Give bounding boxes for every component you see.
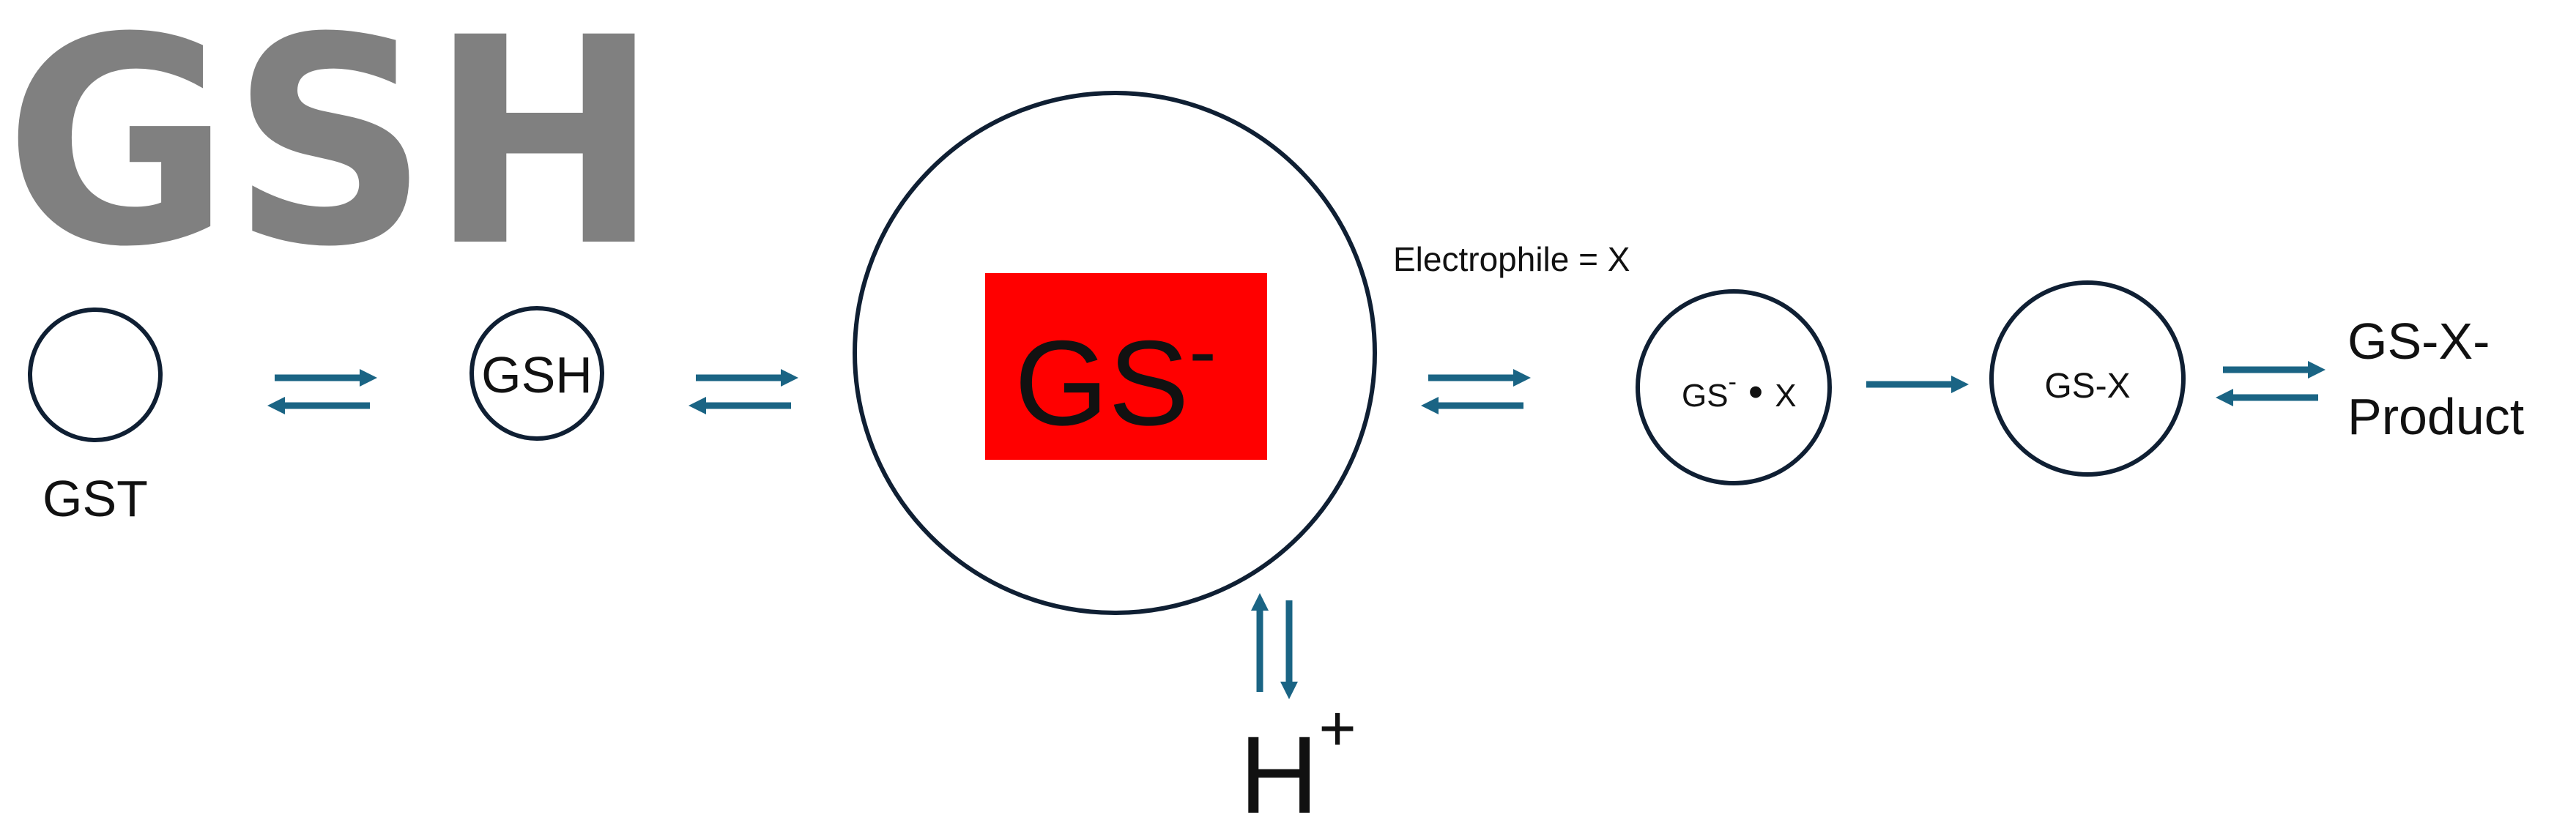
down-arrow-head	[1280, 682, 1298, 699]
proton-text: H	[1239, 713, 1318, 831]
reverse-arrow-head	[688, 397, 706, 414]
gs-anion-label: GS-	[1014, 305, 1217, 450]
equilibrium-arrows-gsx-product	[2216, 361, 2326, 406]
gsh-circle	[469, 306, 604, 441]
complex-circle	[1636, 289, 1832, 485]
product-label: GS-X- Product	[2347, 313, 2524, 445]
reverse-arrow-head	[267, 397, 285, 414]
gsh-node: GSH	[469, 306, 604, 441]
reverse-arrow-head	[2216, 389, 2233, 406]
gs-anion-highlight-box	[985, 273, 1267, 460]
gst-node: GST	[28, 308, 163, 527]
gsh-label: GSH	[481, 346, 593, 403]
reaction-arrow-complex-gsx	[1866, 376, 1969, 393]
gs-anion-node: GS-	[853, 91, 1377, 615]
gs-anion-text: GS	[1014, 316, 1189, 450]
proton-charge: +	[1318, 692, 1356, 764]
complex-label: GS-• X	[1682, 368, 1797, 416]
forward-arrow-head	[781, 369, 798, 387]
gsx-label: GS-X	[2044, 367, 2130, 406]
forward-arrow-head	[2308, 361, 2326, 379]
complex-x-text: X	[1775, 378, 1796, 414]
gs-x-node: GS-X	[1989, 280, 2186, 477]
complex-charge: -	[1729, 368, 1737, 396]
gs-anion-charge: -	[1189, 305, 1216, 397]
product-line-1: GS-X-	[2347, 313, 2490, 370]
equilibrium-arrows-gst-gsh	[267, 369, 377, 414]
equilibrium-arrows-gs-anion-complex	[1421, 369, 1531, 414]
complex-gs-text: GS	[1682, 378, 1729, 414]
proton-label: H+	[1239, 692, 1356, 831]
reverse-arrow-head	[1421, 397, 1439, 414]
forward-arrow-head	[360, 369, 377, 387]
diagram-title: GSH	[4, 0, 660, 309]
forward-arrow-head	[1951, 376, 1969, 393]
electrophile-label: Electrophile = X	[1393, 240, 1630, 278]
gst-circle	[28, 308, 163, 442]
up-arrow-head	[1251, 593, 1269, 611]
gst-label: GST	[42, 470, 148, 527]
gs-x-complex-node: GS-• X	[1636, 289, 1832, 485]
equilibrium-arrows-proton	[1251, 593, 1298, 699]
product-line-2: Product	[2347, 388, 2524, 445]
forward-arrow-head	[1513, 369, 1531, 387]
complex-bullet: •	[1748, 368, 1763, 416]
equilibrium-arrows-gsh-gs-anion	[688, 369, 798, 414]
gsx-circle	[1989, 280, 2186, 477]
